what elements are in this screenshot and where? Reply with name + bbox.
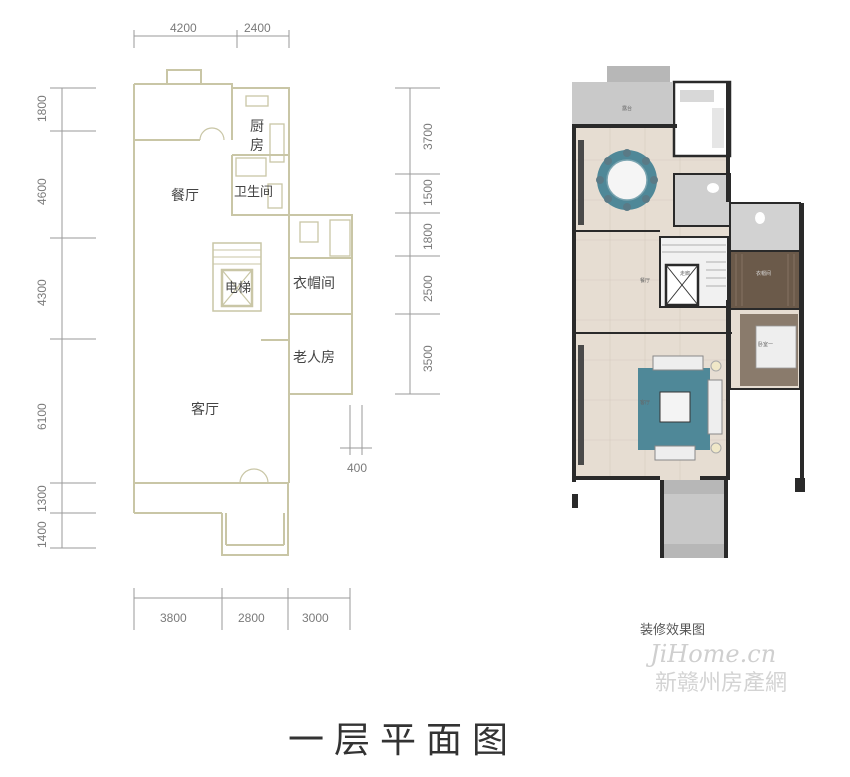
plan-walls	[133, 69, 353, 556]
render-walls	[572, 82, 732, 482]
dim-right-1800: 1800	[421, 223, 435, 250]
room-label-dining: 餐厅	[171, 188, 199, 204]
bathroom-area	[673, 173, 731, 227]
cloak-area	[729, 250, 801, 310]
render-label-dining: 餐厅	[640, 277, 650, 284]
dim-small-400: 400	[347, 461, 367, 475]
room-label-elder-room: 老人房	[293, 350, 335, 366]
room-label-kitchen-2: 房	[250, 138, 264, 154]
room-label-elevator: 电梯	[225, 281, 251, 296]
dim-right-3700: 3700	[421, 123, 435, 150]
dining-table	[596, 149, 658, 211]
right-bath	[729, 202, 801, 252]
dim-right-2500: 2500	[421, 275, 435, 302]
room-label-living: 客厅	[191, 401, 219, 418]
dim-right-3500: 3500	[421, 345, 435, 372]
dim-left-1400: 1400	[35, 521, 49, 548]
dim-top-4200: 4200	[170, 21, 197, 35]
dim-right-1500: 1500	[421, 179, 435, 206]
dim-top-2400: 2400	[244, 21, 271, 35]
living-furniture	[638, 355, 723, 461]
watermark-latin: JiHome.cn	[645, 640, 776, 668]
dim-left-4300: 4300	[35, 279, 49, 306]
room-label-bathroom: 卫生间	[234, 185, 273, 200]
line-plan: 4200 2400 3800 2800 3000 1800 4600 4300 …	[35, 21, 440, 630]
room-label-kitchen-1: 厨	[250, 119, 264, 135]
dim-bottom-3800: 3800	[160, 611, 187, 625]
render-label-corridor: 走廊	[680, 270, 690, 277]
dimension-lines	[50, 30, 440, 630]
dim-left-4600: 4600	[35, 178, 49, 205]
dim-left-1300: 1300	[35, 485, 49, 512]
watermark-chinese: 新赣州房產網	[655, 671, 787, 696]
dim-bottom-2800: 2800	[238, 611, 265, 625]
render-label-terrace: 露台	[622, 105, 632, 112]
dim-left-6100: 6100	[35, 403, 49, 430]
page-title: 一层平面图	[288, 720, 518, 761]
rendered-plan: 露台 走廊 餐厅 客厅 卧室一 衣帽间	[572, 66, 805, 558]
render-label-bedroom: 卧室一	[758, 341, 773, 348]
render-label-cloak: 衣帽间	[756, 270, 771, 277]
dim-left-1800: 1800	[35, 95, 49, 122]
render-label-living: 客厅	[640, 399, 650, 406]
dim-bottom-3000: 3000	[302, 611, 329, 625]
render-caption: 装修效果图	[640, 623, 705, 638]
room-label-cloakroom: 衣帽间	[293, 276, 335, 292]
